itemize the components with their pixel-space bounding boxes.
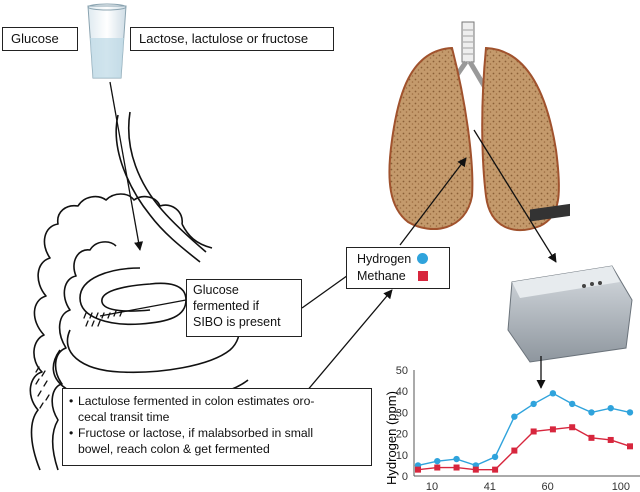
y-tick-label: 20 xyxy=(396,429,408,441)
data-point-hydrogen xyxy=(549,390,557,397)
data-point-methane xyxy=(415,466,421,473)
lungs-icon xyxy=(388,21,560,231)
data-point-methane xyxy=(472,466,479,473)
glucose-box: Glucose xyxy=(2,27,78,51)
y-axis-label: Hydrogen (ppm) xyxy=(384,391,399,485)
data-point-methane xyxy=(627,443,633,450)
fructose-note-line-1: Fructose or lactose, if malabsorbed in s… xyxy=(78,426,314,440)
glucose-label: Glucose xyxy=(11,31,59,46)
fructose-note-line-2: bowel, reach colon & get fermented xyxy=(78,442,270,456)
data-point-methane xyxy=(530,428,537,435)
flow-arrows xyxy=(69,81,557,399)
data-point-methane xyxy=(607,436,614,443)
y-tick-label: 40 xyxy=(396,386,408,398)
legend-methane-label: Methane xyxy=(357,269,406,283)
arrow-lungs-to-device xyxy=(473,129,557,263)
data-point-hydrogen xyxy=(453,455,460,463)
data-point-hydrogen xyxy=(588,409,595,416)
lactulose-note-line-1: Lactulose fermented in colon estimates o… xyxy=(78,394,315,408)
y-tick-labels: 0 10 20 30 40 50 xyxy=(396,365,408,483)
y-tick-label: 10 xyxy=(396,450,408,462)
data-point-methane xyxy=(569,424,576,431)
bullet-fructose: • Fructose or lactose, if malabsorbed in… xyxy=(69,426,314,456)
water-glass-icon xyxy=(87,3,127,79)
series-line-hydrogen xyxy=(417,392,631,467)
gas-legend-box: Hydrogen Methane xyxy=(346,247,450,289)
arrow-gas-to-lungs xyxy=(399,157,467,246)
legend-methane: Methane xyxy=(357,268,439,285)
data-point-hydrogen xyxy=(607,404,614,412)
data-point-hydrogen xyxy=(568,400,576,408)
data-point-hydrogen xyxy=(491,453,499,461)
data-point-hydrogen xyxy=(434,457,441,465)
methane-square-icon xyxy=(417,271,428,281)
hydrogen-circle-icon xyxy=(417,253,429,264)
data-point-methane xyxy=(492,466,499,473)
other-sugars-box: Lactose, lactulose or fructose xyxy=(130,27,334,51)
x-tick-label: 100 xyxy=(612,481,630,492)
data-point-hydrogen xyxy=(511,413,518,420)
x-tick-label: 10 xyxy=(426,481,438,492)
y-tick-label: 30 xyxy=(396,407,408,419)
y-tick-label: 50 xyxy=(396,365,408,377)
series-line-methane xyxy=(417,426,631,471)
data-point-methane xyxy=(549,426,556,433)
chart-series xyxy=(414,390,634,473)
arrow-lactulose-to-gas xyxy=(305,289,393,393)
x-tick-label: 41 xyxy=(484,481,496,492)
arrow-sugar-intake xyxy=(109,81,144,251)
glucose-fermented-line-1: Glucose xyxy=(193,283,239,297)
bullet-lactulose: • Lactulose fermented in colon estimates… xyxy=(69,394,315,424)
breath-analyzer-device-icon xyxy=(507,203,633,363)
data-point-methane xyxy=(453,464,460,471)
glucose-fermented-box: Glucose fermented if SIBO is present xyxy=(186,279,302,337)
glucose-fermented-line-3: SIBO is present xyxy=(193,315,281,329)
data-point-methane xyxy=(511,447,518,454)
other-sugars-label: Lactose, lactulose or fructose xyxy=(139,31,309,46)
hydrogen-chart: 0 10 20 30 40 50 10 41 60 100 Hydrogen (ppm) xyxy=(384,365,640,492)
glucose-fermented-line-2: fermented if xyxy=(193,299,260,313)
lactulose-note-box: • Lactulose fermented in colon estimates… xyxy=(62,388,372,466)
x-tick-labels: 10 41 60 100 xyxy=(426,481,630,492)
legend-hydrogen-label: Hydrogen xyxy=(357,252,412,266)
legend-hydrogen: Hydrogen xyxy=(357,251,439,268)
data-point-methane xyxy=(588,434,595,441)
y-tick-label: 0 xyxy=(402,471,408,483)
data-point-hydrogen xyxy=(626,409,634,416)
x-tick-label: 60 xyxy=(542,481,554,492)
data-point-hydrogen xyxy=(530,400,537,408)
line-bowel-to-glucose-box xyxy=(99,299,187,317)
lactulose-note-line-2: cecal transit time xyxy=(78,410,170,424)
data-point-methane xyxy=(434,464,441,471)
